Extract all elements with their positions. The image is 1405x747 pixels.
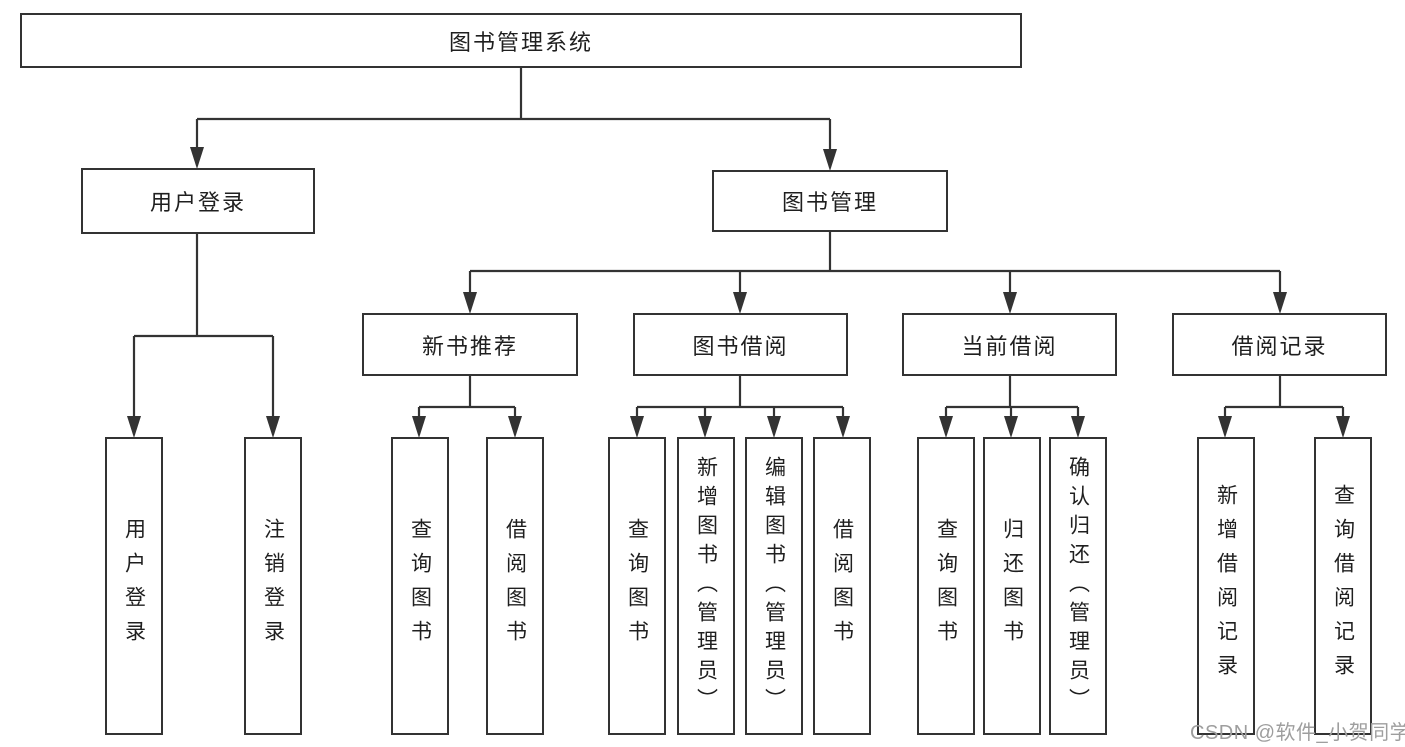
node-label: 用户登录 [122,518,146,654]
arrow-to-leaf-add-borrow-record [1218,416,1232,438]
leaf-return-books: 归还图书 [983,437,1041,735]
arrow-to-leaf-add-books [698,416,712,438]
arrow-to-leaf-query-books-3 [939,416,953,438]
node-new-book-recommend: 新书推荐 [362,313,578,376]
leaf-query-books-3: 查询图书 [917,437,975,735]
arrow-to-current-borrowing [1003,292,1017,314]
arrow-to-leaf-logout [266,416,280,438]
arrow-to-borrowing-records [1273,292,1287,314]
node-label: 借阅图书 [503,518,527,654]
node-book-borrowing: 图书借阅 [633,313,848,376]
arrow-to-leaf-edit-books [767,416,781,438]
leaf-borrow-books-1: 借阅图书 [486,437,544,735]
leaf-confirm-return-admin: 确认归还（管理员） [1049,437,1107,735]
node-label: 确认归还（管理员） [1066,455,1090,717]
node-label: 查询图书 [625,518,649,654]
arrow-to-leaf-query-books-2 [630,416,644,438]
node-label: 编辑图书（管理员） [762,455,786,717]
leaf-add-borrow-record: 新增借阅记录 [1197,437,1255,735]
leaf-query-books-1: 查询图书 [391,437,449,735]
arrow-to-leaf-confirm-return [1071,416,1085,438]
node-label: 归还图书 [1000,518,1024,654]
leaf-user-login: 用户登录 [105,437,163,735]
node-label: 借阅图书 [830,518,854,654]
arrow-to-leaf-borrow-books-1 [508,416,522,438]
node-current-borrowing: 当前借阅 [902,313,1117,376]
node-label: 新书推荐 [421,333,518,359]
arrow-to-leaf-query-books-1 [412,416,426,438]
arrowheads [127,147,1350,438]
node-label: 借阅记录 [1231,333,1328,359]
node-label: 注销登录 [261,518,285,654]
node-label: 图书管理系统 [448,29,593,55]
node-label: 用户登录 [149,190,246,215]
node-label: 当前借阅 [961,333,1058,359]
node-label: 新增图书（管理员） [694,455,718,717]
leaf-query-borrow-record: 查询借阅记录 [1314,437,1372,735]
arrow-to-book-management [823,149,837,171]
arrow-to-leaf-query-borrow-record [1336,416,1350,438]
watermark: CSDN @软件_小贺同学 [1190,722,1405,744]
leaf-edit-books-admin: 编辑图书（管理员） [745,437,803,735]
node-label: 新增借阅记录 [1214,484,1238,688]
node-label: 图书借阅 [692,333,789,359]
arrow-to-leaf-borrow-books-2 [836,416,850,438]
node-label: 查询图书 [408,518,432,654]
arrow-to-leaf-return-books [1004,416,1018,438]
node-label: 图书管理 [781,190,878,215]
arrow-to-user-login [190,147,204,169]
node-library-management-system: 图书管理系统 [20,13,1022,68]
leaf-add-books-admin: 新增图书（管理员） [677,437,735,735]
arrow-to-leaf-user-login [127,416,141,438]
node-label: 查询图书 [934,518,958,654]
leaf-logout: 注销登录 [244,437,302,735]
node-user-login: 用户登录 [81,168,315,234]
arrow-to-book-borrowing [733,292,747,314]
arrow-to-new-book-recommend [463,292,477,314]
leaf-borrow-books-2: 借阅图书 [813,437,871,735]
node-book-management: 图书管理 [712,170,948,232]
leaf-query-books-2: 查询图书 [608,437,666,735]
node-label: 查询借阅记录 [1331,484,1355,688]
node-borrowing-records: 借阅记录 [1172,313,1387,376]
